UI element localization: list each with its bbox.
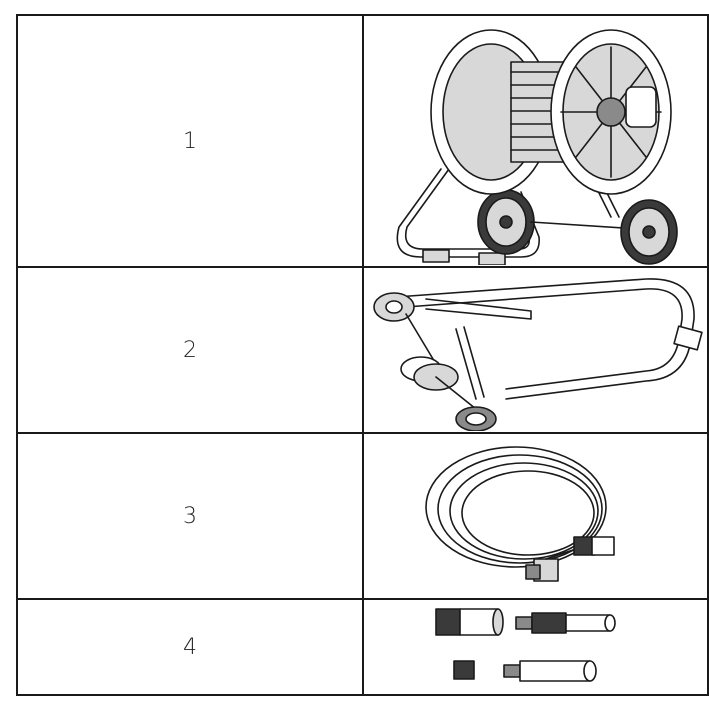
part-number: 2 <box>16 266 364 434</box>
part-image-cell <box>362 598 709 696</box>
part-number: 1 <box>16 14 364 268</box>
hose-reel-cart-icon <box>396 29 678 265</box>
hose-connectors-nozzle-icon <box>434 608 616 682</box>
part-image-cell <box>362 432 709 600</box>
coiled-hose-icon <box>424 446 615 582</box>
part-number: 3 <box>16 432 364 600</box>
part-row: 4 <box>16 598 709 696</box>
parts-table: 1 <box>16 14 709 696</box>
reel-frame-icon <box>372 278 703 431</box>
part-row: 2 <box>16 266 709 434</box>
part-number: 4 <box>16 598 364 696</box>
part-image-cell <box>362 14 709 268</box>
part-image-cell <box>362 266 709 434</box>
part-row: 3 <box>16 432 709 600</box>
part-row: 1 <box>16 14 709 268</box>
